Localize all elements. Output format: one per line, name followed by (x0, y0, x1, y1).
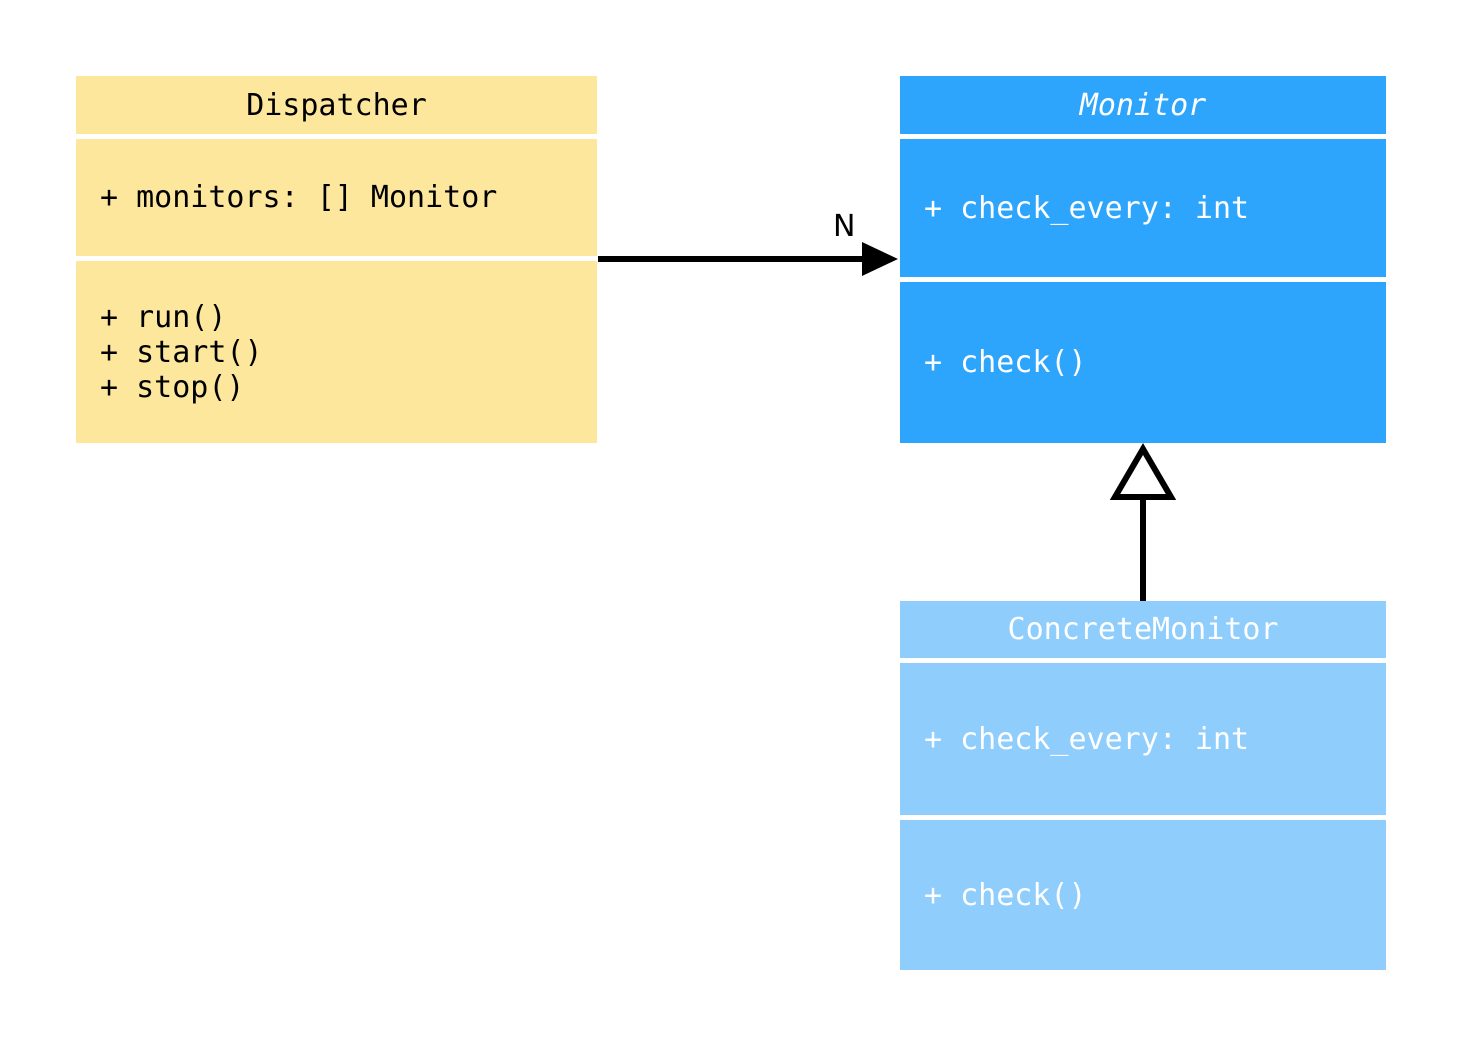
class-title-dispatcher: Dispatcher (76, 76, 597, 134)
methods-compartment-concrete-monitor: + check() (900, 815, 1386, 970)
generalization-concrete-monitor (1109, 443, 1177, 601)
multiplicity-label-n: N (833, 209, 856, 244)
class-name-label: Dispatcher (246, 87, 427, 123)
methods-compartment-monitor: + check() (900, 277, 1386, 443)
class-name-label: ConcreteMonitor (1007, 612, 1279, 647)
class-box-monitor[interactable]: Monitor + check_every: int + check() (900, 76, 1386, 443)
class-title-concrete-monitor: ConcreteMonitor (900, 601, 1386, 658)
association-dispatcher-monitor (598, 242, 898, 276)
class-box-dispatcher[interactable]: Dispatcher + monitors: [] Monitor + run(… (76, 76, 597, 443)
association-arrowhead-filled (862, 242, 898, 276)
attributes-compartment-dispatcher: + monitors: [] Monitor (76, 134, 597, 256)
method-row: + check() (924, 877, 1087, 913)
class-name-label: Monitor (1079, 87, 1207, 123)
class-box-concrete-monitor[interactable]: ConcreteMonitor + check_every: int + che… (900, 601, 1386, 970)
attribute-row: + monitors: [] Monitor (100, 180, 498, 215)
method-row: + run() (100, 299, 227, 335)
attribute-row: + check_every: int (924, 721, 1250, 757)
attribute-row: + check_every: int (924, 190, 1250, 226)
attributes-compartment-monitor: + check_every: int (900, 134, 1386, 277)
method-row: + stop() (100, 369, 245, 405)
methods-compartment-dispatcher: + run() + start() + stop() (76, 256, 597, 443)
class-title-monitor: Monitor (900, 76, 1386, 134)
generalization-arrowhead-hollow-triangle (1109, 443, 1177, 500)
method-row: + start() (100, 334, 263, 370)
method-row: + check() (924, 345, 1087, 380)
attributes-compartment-concrete-monitor: + check_every: int (900, 658, 1386, 815)
